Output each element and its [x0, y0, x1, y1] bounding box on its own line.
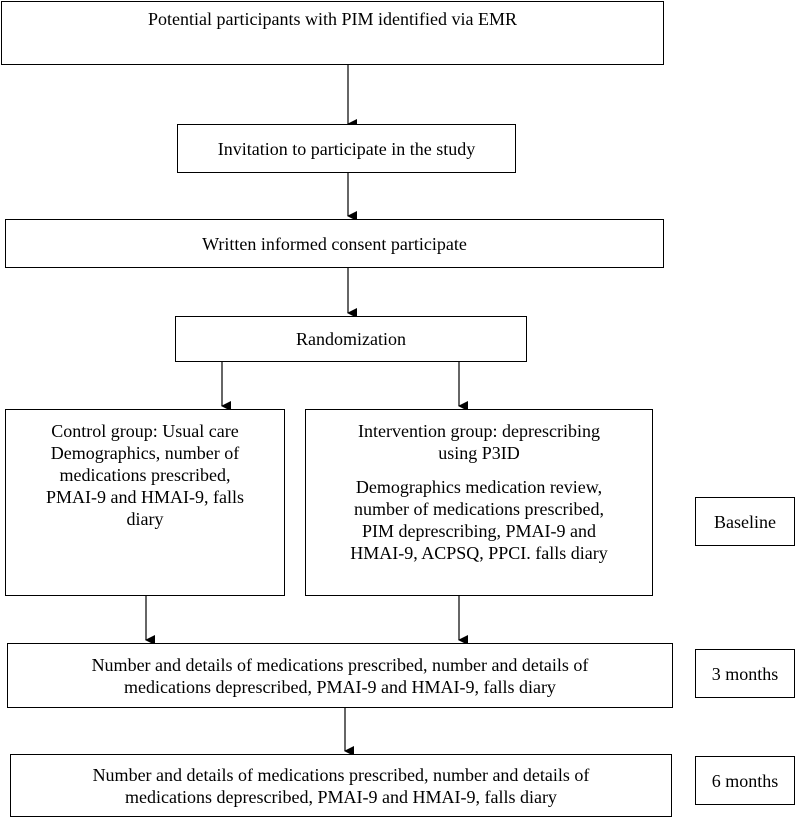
followup-6-months-box: Number and details of medications prescr…: [10, 754, 672, 817]
consent-text: Written informed consent participate: [202, 233, 467, 254]
control-group-box: Control group: Usual care Demographics, …: [5, 409, 285, 596]
followup-6-months-text: Number and details of medications prescr…: [92, 764, 590, 807]
invitation-box: Invitation to participate in the study: [177, 124, 516, 173]
three-months-label: 3 months: [711, 663, 779, 684]
followup-3-months-text: Number and details of medications prescr…: [91, 654, 589, 697]
followup-3-months-box: Number and details of medications prescr…: [7, 643, 673, 708]
identify-participants-text: Potential participants with PIM identifi…: [148, 9, 517, 29]
identify-participants-box: Potential participants with PIM identifi…: [1, 1, 664, 65]
intervention-group-title: Intervention group: deprescribing using …: [358, 421, 600, 463]
three-months-label-box: 3 months: [695, 649, 795, 698]
consent-box: Written informed consent participate: [5, 219, 664, 268]
invitation-text: Invitation to participate in the study: [217, 138, 476, 159]
control-group-text: Control group: Usual care Demographics, …: [46, 421, 244, 529]
baseline-label-box: Baseline: [695, 497, 795, 546]
intervention-group-box: Intervention group: deprescribing using …: [305, 409, 653, 596]
intervention-group-body: Demographics medication review, number o…: [350, 477, 608, 563]
baseline-label: Baseline: [714, 511, 776, 532]
randomization-text: Randomization: [296, 329, 406, 349]
six-months-label-box: 6 months: [695, 756, 795, 805]
randomization-box: Randomization: [175, 316, 527, 362]
six-months-label: 6 months: [711, 770, 779, 791]
